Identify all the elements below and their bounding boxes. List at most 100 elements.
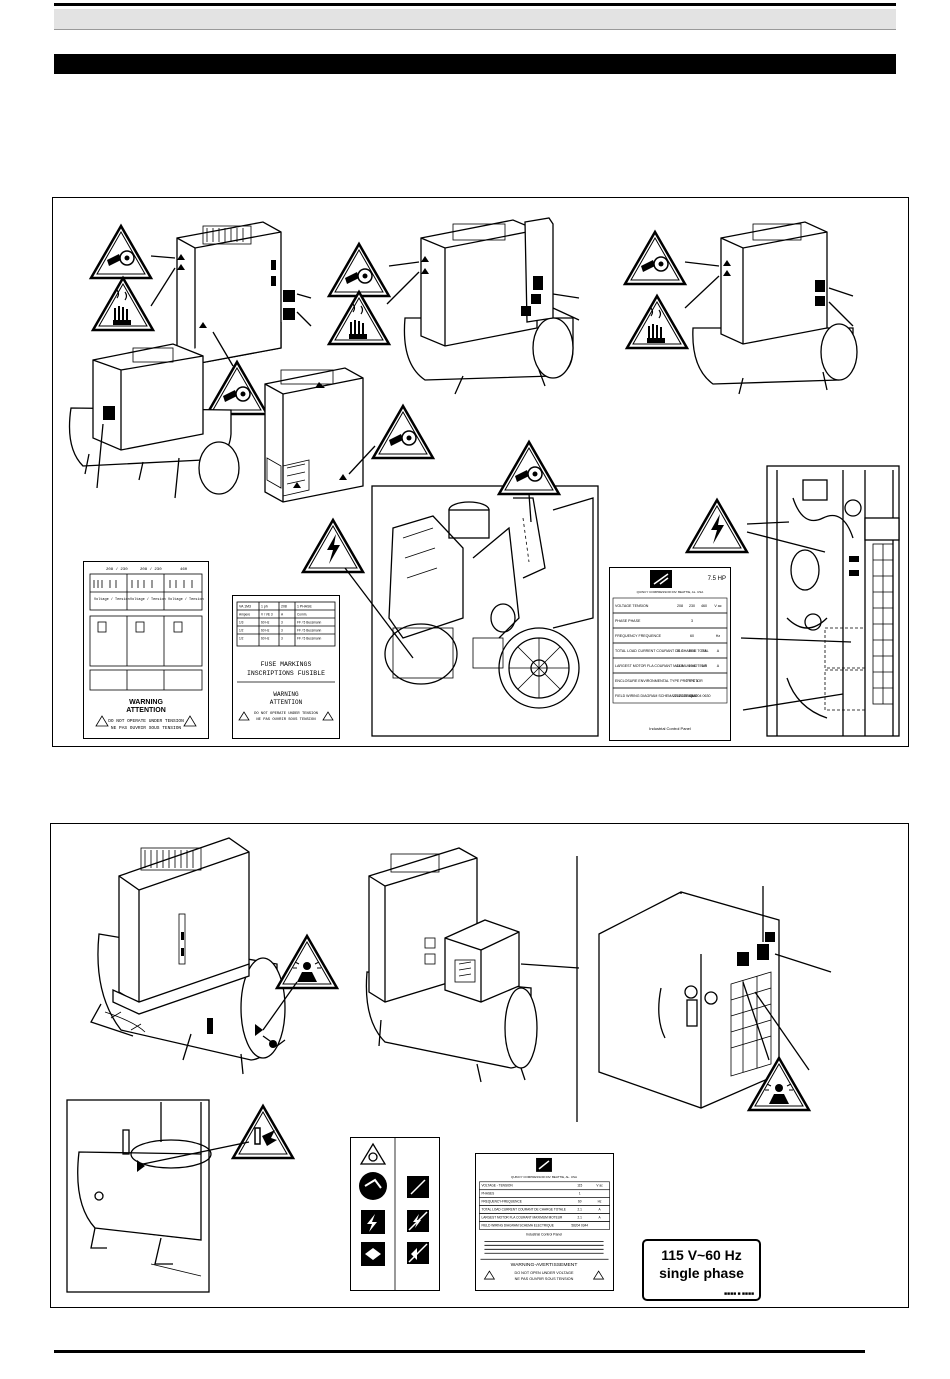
safety-pictogram-decal [350, 1137, 440, 1291]
fuse-table-cell: 60 Hz [261, 629, 270, 633]
fuse-table-cell: 3 [281, 637, 283, 641]
rating-plate-1-row-value: 9.8 [702, 649, 707, 653]
rating-plate-1-row-value: 3 [691, 619, 693, 623]
wiring-label: 208 / 230 208 / 230 460 Voltage / Tensio… [83, 561, 209, 739]
fuse-table-cell: Comm. [297, 613, 307, 617]
compressor-cabinet-a [176, 221, 295, 365]
detail-electric-panel [766, 465, 900, 737]
rating-plate-2-row-value: 1 [579, 1192, 581, 1196]
dryer-detail [598, 891, 780, 1109]
rating-plate-2-row-label: TOTAL LOAD CURRENT COURANT DE CHARGE TOT… [481, 1207, 565, 1211]
wiring-volt-1: Voltage / Tension [94, 597, 130, 602]
wiring-col-2: 208 / 230 [140, 567, 162, 572]
rating-plate-1-row-value: TYPE 1 [686, 679, 698, 683]
figure-2-panel: QUINCY COMPRESSOR DIV. BEATTIE, AL. USA … [50, 823, 909, 1308]
fuse-table-cell: 1/3 [239, 621, 244, 625]
fuse-warning-fr: ATTENTION [270, 699, 303, 706]
rating-plate-1-row-label: ENCLOSURE ENVIRONMENTAL TYPE PROTECTOR [615, 679, 703, 683]
fuse-table-cell: 60 Hz [261, 637, 270, 641]
rating-plate-2-warning: WARNING-AVERTISSEMENT [511, 1262, 578, 1268]
rating-plate-2-row-unit: Hz [598, 1199, 602, 1203]
compressor-tank-e [692, 221, 858, 395]
compressor-cabinet-c [264, 367, 364, 503]
rating-plate-1-row-value: 19.6 [689, 649, 696, 653]
voltage-label: 115 V~60 Hz single phase ■■■■ ■ ■■■■ [642, 1239, 761, 1301]
fuse-warn-text-1: DO NOT OPERATE UNDER TENSION [254, 712, 318, 716]
rating-plate-2-row-unit: V ac [596, 1184, 603, 1188]
fuse-header-cell: 208 [281, 605, 287, 609]
hand-guard-icon [359, 1172, 387, 1200]
voltage-label-line-1: 115 V~60 Hz [661, 1247, 742, 1263]
electric-panel-drawing [776, 470, 900, 736]
rating-plate-2-company: QUINCY COMPRESSOR DIV. BEATTIE, AL. USA [511, 1175, 577, 1179]
fuse-table-cell: FF / 5 Bussmann [297, 637, 321, 641]
figure-1-panel: 208 / 230 208 / 230 460 Voltage / Tensio… [52, 197, 909, 747]
compressor-tank-g [365, 847, 538, 1083]
rating-plate-1-row-unit: V ac [714, 604, 721, 608]
rating-plate-2-row-label: VOLTAGE - TENSION [481, 1184, 513, 1188]
wiring-warning-fr: ATTENTION [126, 707, 166, 714]
footer-rule [54, 1350, 865, 1353]
rating-plate-2-row-value: 2.1 [578, 1215, 583, 1219]
fuse-table-cell: FF / 5 Bussmann [297, 629, 321, 633]
fuse-header-cell: VA 1M3 [239, 605, 251, 609]
rating-plate-2-row-value: 2.1 [578, 1207, 583, 1211]
rating-plate-2-row-value: 58204 0344 [571, 1223, 588, 1227]
compressor-tank-f [90, 837, 286, 1075]
rating-plate-1-row-value: 460 [701, 604, 707, 608]
rating-plate-1-row-label: TOTAL LOAD CURRENT COURANT DE CHARGE TOT… [615, 649, 709, 653]
rating-plate-2-row-label: FIELD WIRING DIAGRAM SCHEMA ELECTRIQUE [481, 1223, 553, 1227]
rating-plate-1-row-label: FIELD WIRING DIAGRAM SCHEMA ELECTRIQUE [615, 694, 698, 698]
fuse-table-cell: 60 Hz [261, 621, 270, 625]
wiring-col-3: 460 [180, 568, 188, 572]
compressor-tank-b [68, 343, 240, 499]
wiring-warning-en: WARNING [129, 699, 163, 706]
rating-plate-1-row-value: 230 [689, 604, 695, 608]
fuse-title-line-1: FUSE MARKINGS [261, 661, 312, 668]
rating-plate-1-row-value: 2202346186 [673, 694, 693, 698]
figure-1-drawing [68, 217, 900, 737]
tank-drain-drawing [77, 1102, 212, 1277]
fuse-table-cell: 3 [281, 629, 283, 633]
detail-tank-drain [66, 1099, 210, 1293]
rating-plate-2-footer: Industrial Control Panel [526, 1232, 562, 1236]
rating-plate-1-row-label: VOLTAGE TENSION [615, 604, 649, 608]
rating-plate-1-row-unit: A [717, 664, 720, 668]
motor-belt-drawing [384, 497, 594, 709]
rating-plate-1-row-value: 60 [690, 634, 694, 638]
rating-plate-1-row-value: 19.6 [689, 664, 696, 668]
rating-plate-2-warn-text-1: DO NOT OPEN UNDER VOLTAGE [514, 1271, 573, 1275]
rating-plate-2-row-value: 60 [578, 1199, 582, 1203]
section-title-bar [54, 54, 896, 74]
wiring-warn-text-1: DO NOT OPERATE UNDER TENSION [108, 718, 184, 724]
rating-plate-1-row-value: 58204 0630 [692, 694, 711, 698]
rating-plate-1-row-unit: Hz [716, 634, 721, 638]
fuse-table-cell: A [281, 613, 284, 617]
fuse-title-line-2: INSCRIPTIONS FUSIBLE [247, 670, 325, 677]
rating-plate-2-row-value: 115 [577, 1184, 582, 1188]
compressor-tank-d [403, 217, 574, 395]
fuse-warning-en: WARNING [273, 691, 299, 698]
warning-triangle-icon [359, 1142, 387, 1165]
rating-plate-2-row-label: LARGEST MOTOR FLA COURANT MAXIMUM MOTEUR [481, 1215, 563, 1219]
fuse-warn-text-2: NE PAS OUVRIR SOUS TENSION [256, 718, 315, 722]
rating-plate-1-row-value: 208 [677, 604, 683, 608]
fuse-table-cell: 1/2 [239, 637, 244, 641]
rating-plate-2-row-label: FREQUENCY-FREQUENCE [481, 1199, 521, 1203]
figure-2-drawing [66, 837, 832, 1293]
rating-plate-2-row-unit: A [599, 1215, 602, 1219]
wiring-volt-3: Voltage / Tension [168, 597, 204, 602]
fuse-table-cell: FF / 5 Bussmann [297, 621, 321, 625]
rating-plate-1-row-label: LARGEST MOTOR FLA COURANT MAXIMUM MOTEUR [615, 664, 707, 668]
wiring-warn-text-2: NE PAS OUVRIR SOUS TENSION [111, 725, 182, 731]
header-bar [54, 9, 896, 30]
rating-plate-1-footer: Industrial Control Panel [649, 726, 691, 731]
wiring-volt-2: Voltage / Tension [130, 597, 166, 602]
wiring-col-1: 208 / 230 [106, 567, 128, 572]
rating-plate-2: QUINCY COMPRESSOR DIV. BEATTIE, AL. USA … [475, 1153, 614, 1291]
rating-plate-2-warn-text-2: NE PAS OUVRIR SOUS TENSION [515, 1277, 574, 1281]
rating-plate-1-row-value: 21.5 [677, 664, 684, 668]
rating-plate-1-row-value: 9.8 [702, 664, 707, 668]
rating-plate-1-row-label: PHASE PHASE [615, 619, 641, 623]
fuse-header-cell: 1 ph [261, 605, 268, 609]
